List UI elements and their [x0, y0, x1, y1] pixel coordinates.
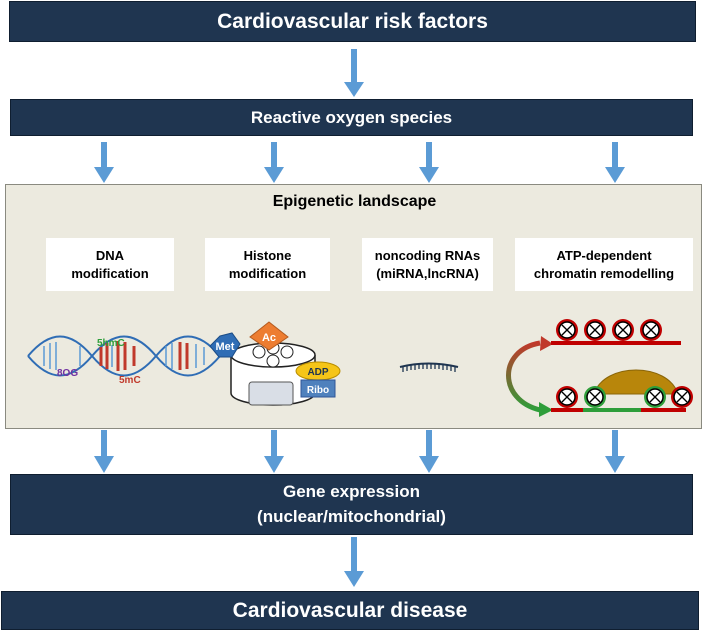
remodeller-complex	[593, 369, 679, 395]
risk-factors-label: Cardiovascular risk factors	[217, 9, 488, 33]
arrow-ncrna-to-gene	[419, 430, 439, 473]
arrow-ros-to-dna	[94, 142, 114, 183]
histone-label-line1: Histone	[243, 247, 292, 263]
nucleosome-row-top	[556, 319, 662, 341]
epigenetic-title: Epigenetic landscape	[272, 193, 437, 210]
gene-expression-line1: Gene expression	[282, 481, 420, 501]
ros-label: Reactive oxygen species	[250, 107, 453, 127]
arrow-risk-to-ros	[344, 49, 364, 97]
arrow-ros-to-atp	[605, 142, 625, 183]
gene-expression-line2: (nuclear/mitochondrial)	[257, 506, 446, 526]
cvd-label: Cardiovascular disease	[232, 598, 468, 622]
gene-expression-box: Gene expression (nuclear/mitochondrial)	[10, 474, 693, 535]
ac-label: Ac	[262, 332, 276, 344]
dna-label-line1: DNA	[95, 247, 125, 263]
noncoding-rna-label: noncoding RNAs (miRNA,lncRNA)	[362, 238, 493, 291]
risk-factors-box: Cardiovascular risk factors	[9, 1, 696, 42]
dna-modification-label: DNA modification	[46, 238, 174, 291]
histone-illustration: Met Ac ADP Ribo	[209, 321, 341, 406]
histone-label-line2: modification	[228, 265, 307, 281]
ac-tag: Ac	[249, 321, 289, 351]
chromatin-remodelling-label: ATP-dependent chromatin remodelling	[515, 238, 693, 291]
5hmc-label: 5hmC	[97, 338, 125, 349]
met-label: Met	[216, 341, 235, 353]
ncrna-strand-icon	[399, 362, 459, 372]
arrow-gene-to-cvd	[344, 537, 364, 587]
arrow-ros-to-histone	[264, 142, 284, 183]
5mc-label: 5mC	[119, 375, 141, 386]
ros-box: Reactive oxygen species	[10, 99, 693, 136]
adp-label: ADP	[307, 367, 328, 378]
8og-label: 8OG	[57, 368, 78, 379]
nucleosome-row-bottom	[556, 386, 693, 408]
histone-modification-label: Histone modification	[205, 238, 330, 291]
dna-label-line2: modification	[71, 265, 149, 281]
met-tag: Met	[209, 332, 241, 358]
arrow-ros-to-ncrna	[419, 142, 439, 183]
ncrna-label-line2: (miRNA,lncRNA)	[376, 265, 479, 281]
histone-tail-block	[248, 381, 294, 406]
adp-ribose-tag: ADP Ribo	[295, 361, 341, 398]
chromatin-remodelling-illustration	[506, 319, 693, 417]
ribo-label: Ribo	[307, 385, 329, 396]
atp-label-line2: chromatin remodelling	[533, 265, 675, 281]
ncrna-label-line1: noncoding RNAs	[374, 247, 481, 263]
arrow-atp-to-gene	[605, 430, 625, 473]
arrow-histone-to-gene	[264, 430, 284, 473]
dna-helix-illustration: 5hmC 5mC 8OG	[27, 335, 221, 386]
arrow-dna-to-gene	[94, 430, 114, 473]
atp-label-line1: ATP-dependent	[556, 247, 652, 263]
epigenetic-panel	[5, 184, 702, 429]
cvd-box: Cardiovascular disease	[1, 591, 699, 630]
